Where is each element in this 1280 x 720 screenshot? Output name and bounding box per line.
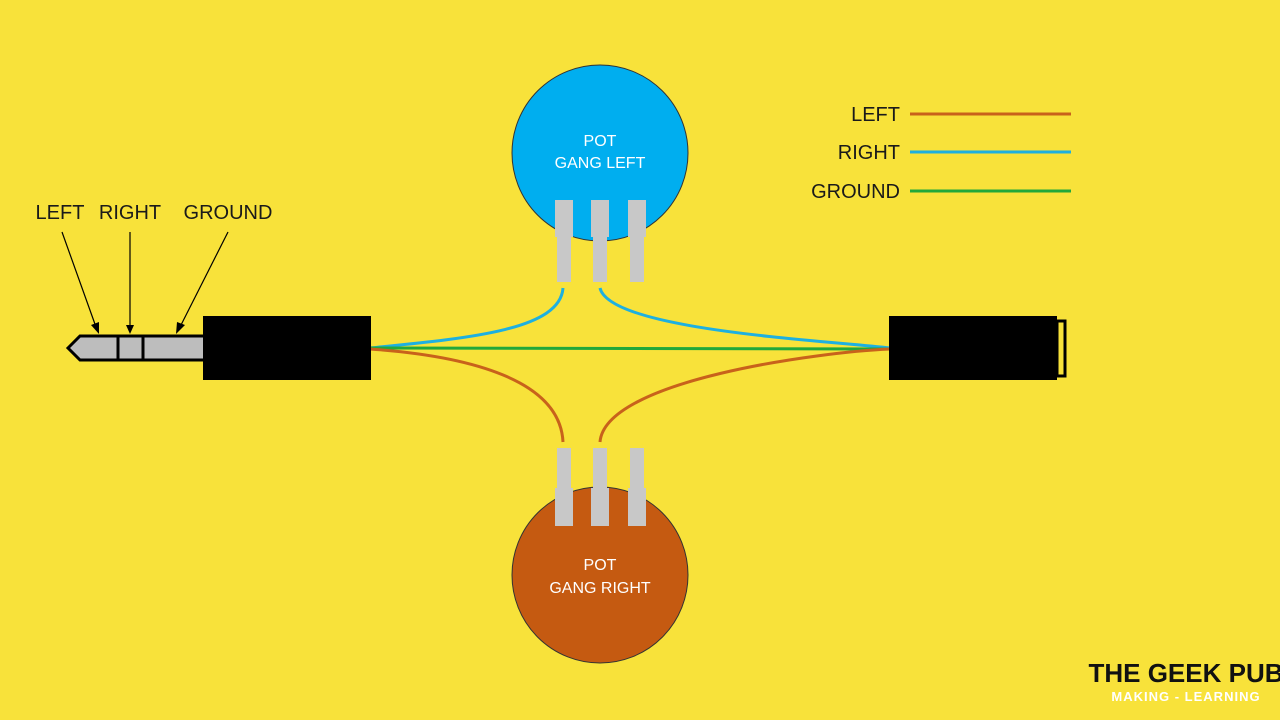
wire-left-to-pot-right <box>369 347 565 443</box>
pot-gang-left-pins <box>555 200 646 282</box>
pot-right-pin-1-leg <box>557 448 571 493</box>
pot-right-pin-2-leg <box>593 448 607 493</box>
pot-right-pin-3-leg <box>630 448 644 493</box>
female-jack <box>889 316 1067 380</box>
arrow-left <box>61 231 99 334</box>
pot-gang-right: POT GANG RIGHT <box>511 448 689 664</box>
legend: LEFT RIGHT GROUND <box>811 104 1071 203</box>
jack-body <box>889 316 1057 380</box>
plug-tip <box>65 334 120 362</box>
wire-left-from-pot-right <box>598 347 891 443</box>
pot-left-pin-3-leg <box>630 237 644 282</box>
plug-label-right: RIGHT <box>99 202 161 224</box>
plug-labels: LEFT RIGHT GROUND <box>36 202 273 334</box>
brand-title: THE GEEK PUB <box>1088 658 1280 688</box>
legend-right-label: RIGHT <box>838 142 900 164</box>
pot-gang-right-line1: POT <box>584 557 617 574</box>
male-plug <box>65 316 371 380</box>
arrow-ground <box>176 231 229 334</box>
plug-label-left: LEFT <box>36 202 85 224</box>
pot-left-pin-1-leg <box>557 237 571 282</box>
pot-right-pin-3-tab <box>628 488 646 526</box>
plug-label-ground: GROUND <box>184 202 273 224</box>
wire-right-from-pot-left <box>598 287 891 350</box>
pot-gang-right-pins <box>555 448 646 526</box>
arrow-right <box>126 232 134 334</box>
wire-right-to-pot-left <box>369 287 565 350</box>
pot-right-pin-1-tab <box>555 488 573 526</box>
wire-ground <box>369 346 891 351</box>
pot-left-pin-3-tab <box>628 200 646 237</box>
plug-body <box>203 316 371 380</box>
wires <box>369 287 891 443</box>
legend-ground-label: GROUND <box>811 181 900 203</box>
pot-left-pin-2-tab <box>591 200 609 237</box>
brand-logo: THE GEEK PUB MAKING - LEARNING <box>1088 658 1280 704</box>
legend-left-label: LEFT <box>851 104 900 126</box>
plug-sleeve <box>141 334 207 362</box>
plug-ring <box>116 334 145 362</box>
pot-left-pin-2-leg <box>593 237 607 282</box>
jack-collar <box>1055 319 1067 378</box>
pot-gang-left-line2: GANG LEFT <box>555 155 646 172</box>
pot-gang-right-line2: GANG RIGHT <box>549 580 651 597</box>
pot-left-pin-1-tab <box>555 200 573 237</box>
pot-gang-left-line1: POT <box>584 133 617 150</box>
pot-gang-left: POT GANG LEFT <box>511 64 689 282</box>
pot-right-pin-2-tab <box>591 488 609 526</box>
brand-subtitle: MAKING - LEARNING <box>1111 689 1260 704</box>
